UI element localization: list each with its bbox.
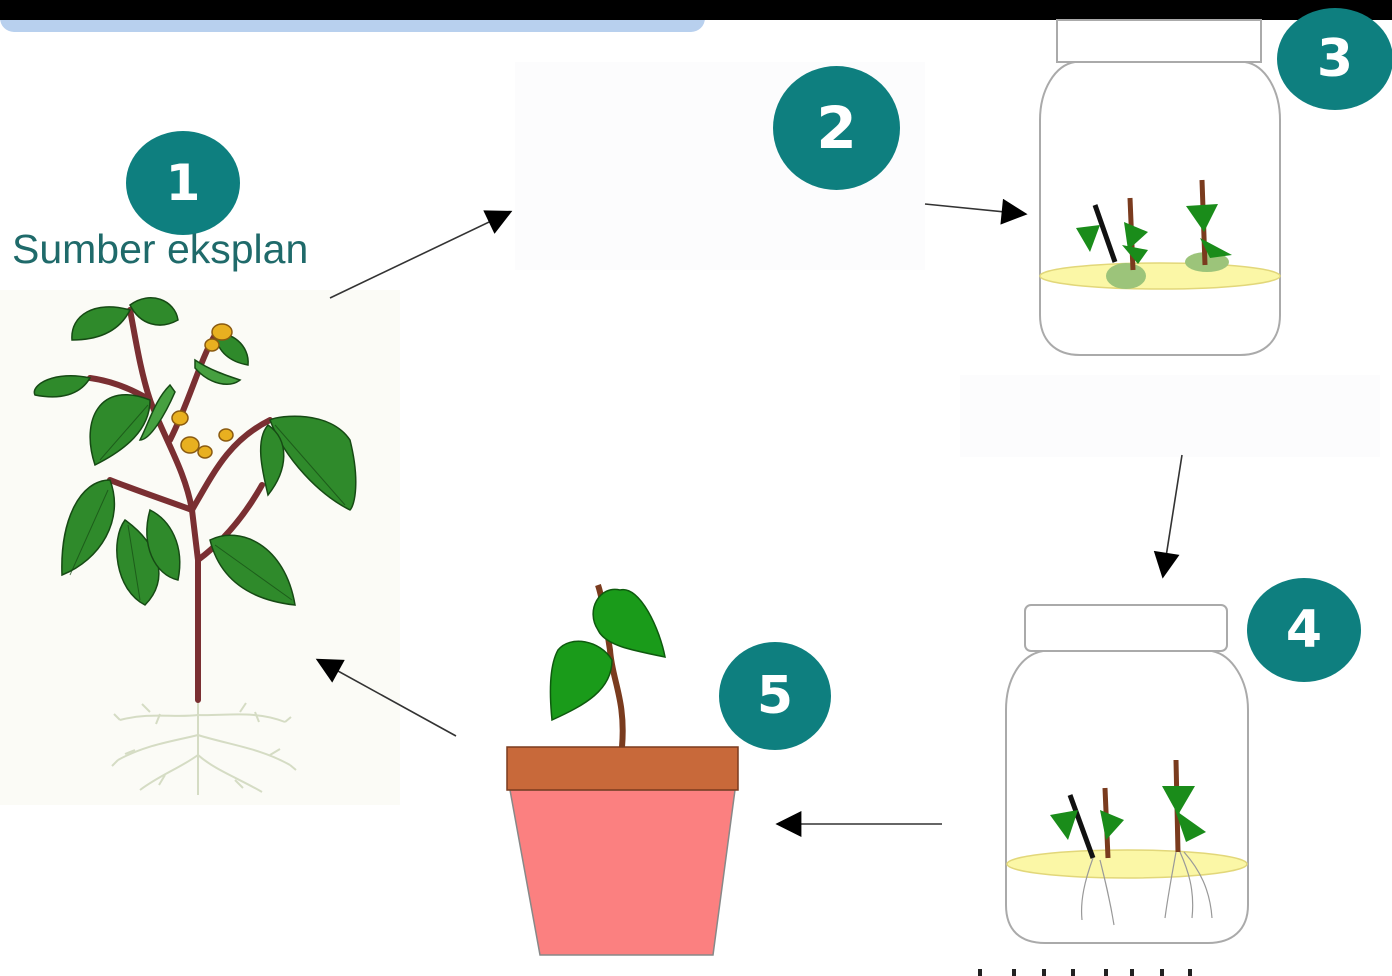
top-bar: [0, 0, 1392, 20]
step-badge-5: 5: [719, 642, 831, 750]
step-badge-4: 4: [1247, 578, 1361, 682]
rooting-jar-icon: [1005, 604, 1249, 944]
blank-panel-right: [960, 375, 1380, 457]
step-badge-2: 2: [773, 66, 900, 190]
source-plant-icon: [0, 290, 400, 805]
explant-source-label: Sumber eksplan: [12, 226, 309, 272]
culture-jar-icon: [1039, 19, 1281, 356]
cutoff-text-marks: [978, 969, 1192, 976]
arrow-icon: [315, 198, 1183, 837]
step-badge-1: 1: [126, 131, 240, 235]
step-badge-3: 3: [1277, 8, 1392, 110]
potted-plant-icon: [506, 584, 739, 956]
